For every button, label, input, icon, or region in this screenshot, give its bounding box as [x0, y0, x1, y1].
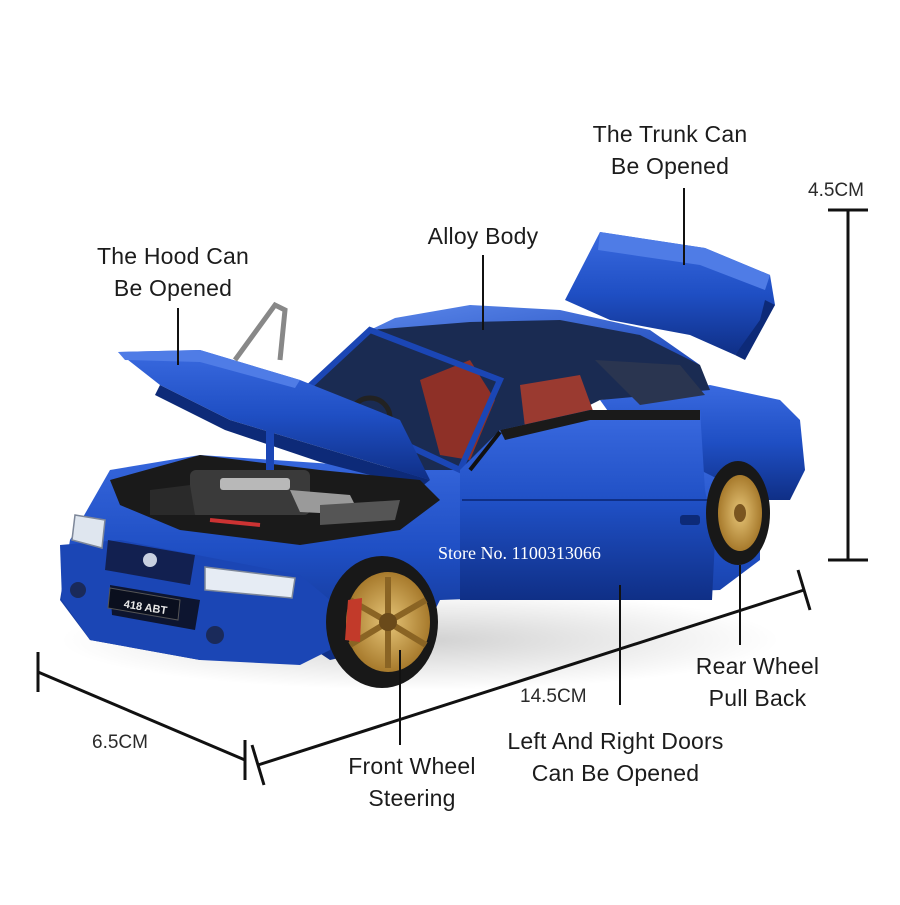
rear-wheel-annotation: Rear Wheel Pull Back	[670, 650, 845, 714]
width-dimension-label: 6.5CM	[92, 732, 148, 753]
callout-lines	[177, 188, 741, 745]
right-door-frame	[232, 301, 288, 362]
trunk-annotation-line2: Be Opened	[610, 153, 730, 179]
doors-annotation: Left And Right Doors Can Be Opened	[478, 725, 753, 789]
trunk-annotation-line1: The Trunk Can	[592, 121, 748, 147]
dimension-lines	[36, 208, 868, 786]
height-dimension-label: 4.5CM	[808, 180, 864, 201]
store-watermark: Store No. 1100313066	[438, 543, 601, 563]
body-annotation-line1: Alloy Body	[427, 223, 539, 249]
hood-annotation-line1: The Hood Can	[97, 243, 249, 269]
body-annotation: Alloy Body	[383, 220, 583, 252]
rear-wheel-annotation-line1: Rear Wheel	[695, 653, 820, 679]
logo-badge	[143, 553, 157, 567]
engine-bay	[110, 430, 440, 545]
front-wheel-annotation: Front Wheel Steering	[327, 750, 497, 814]
width-dimension-line	[37, 670, 246, 762]
left-door	[460, 410, 715, 600]
hood-annotation-line2: Be Opened	[113, 275, 233, 301]
length-dimension-line	[257, 588, 805, 767]
doors-annotation-line1: Left And Right Doors	[507, 728, 724, 754]
front-wheel-annotation-line1: Front Wheel	[348, 753, 476, 779]
left-headlight	[71, 514, 106, 549]
length-dimension-label: 14.5CM	[520, 686, 587, 707]
trunk-annotation: The Trunk Can Be Opened	[560, 118, 780, 182]
hood	[118, 350, 430, 488]
rear-wheel-annotation-line2: Pull Back	[708, 685, 807, 711]
front-wheel	[326, 556, 438, 688]
right-headlight	[204, 566, 296, 599]
doors-annotation-line2: Can Be Opened	[531, 760, 700, 786]
license-plate: 418 ABT	[107, 587, 181, 621]
hood-annotation: The Hood Can Be Opened	[58, 240, 288, 304]
rear-wheel	[706, 461, 770, 565]
front-wheel-annotation-line2: Steering	[368, 785, 456, 811]
